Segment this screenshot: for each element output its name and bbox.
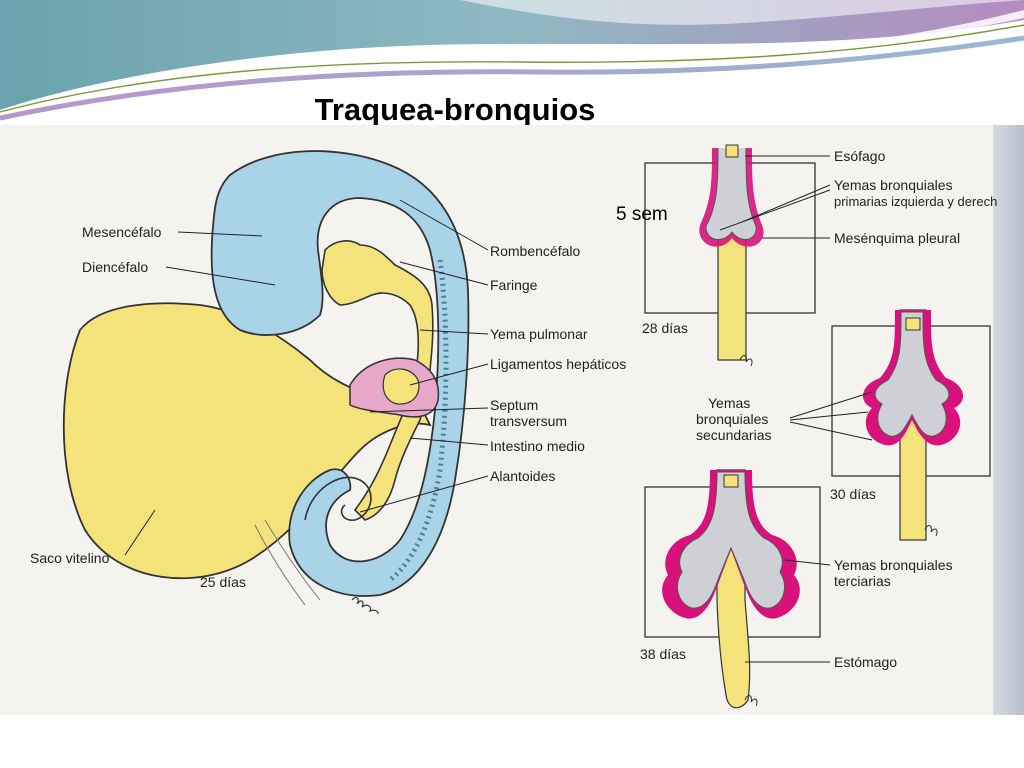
label-yema-pulmonar: Yema pulmonar — [490, 326, 588, 342]
label-mesencefalo: Mesencéfalo — [82, 224, 162, 240]
embryo-25-dias — [62, 150, 489, 615]
label-faringe: Faringe — [490, 277, 538, 293]
footer-area — [0, 715, 1024, 768]
label-yemas-primarias-1: Yemas bronquiales — [834, 177, 953, 193]
label-intestino-medio: Intestino medio — [490, 438, 585, 454]
foregut — [321, 240, 434, 521]
label-ligamentos-hepaticos: Ligamentos hepáticos — [490, 356, 627, 372]
label-yemas-terciarias-1: Yemas bronquiales — [834, 557, 953, 573]
label-yemas-sec-3: secundarias — [696, 427, 772, 443]
artist-signature — [351, 596, 379, 615]
page-edge — [993, 125, 1024, 715]
signature-38 — [744, 695, 758, 707]
label-alantoides: Alantoides — [490, 468, 556, 484]
slide-title: Traquea-bronquios — [314, 92, 596, 127]
label-mesenquima-pleural: Mesénquima pleural — [834, 230, 961, 246]
signature-30 — [924, 525, 938, 537]
yolk-sac — [62, 302, 432, 580]
label-25-dias: 25 días — [200, 574, 246, 590]
label-diencefalo: Diencéfalo — [82, 259, 149, 275]
signature-28 — [739, 355, 753, 367]
label-38-dias: 38 días — [640, 646, 686, 662]
label-yemas-sec-1: Yemas — [708, 395, 751, 411]
label-esofago: Esófago — [834, 148, 886, 164]
label-30-dias: 30 días — [830, 486, 876, 502]
stage-note: 5 sem — [616, 204, 668, 225]
label-28-dias: 28 días — [642, 320, 688, 336]
label-estomago: Estómago — [834, 654, 898, 670]
label-saco-vitelino: Saco vitelino — [30, 550, 110, 566]
header-banner — [0, 0, 1024, 121]
label-transversum: transversum — [490, 413, 568, 429]
neural-tube — [210, 150, 470, 597]
bronchi-diagrams — [644, 144, 991, 709]
label-yemas-primarias-2: primarias izquierda y derech — [834, 194, 998, 209]
label-septum: Septum — [490, 397, 539, 413]
label-yemas-terciarias-2: terciarias — [834, 573, 891, 589]
label-rombencefalo: Rombencéfalo — [490, 243, 581, 259]
label-yemas-sec-2: bronquiales — [696, 411, 769, 427]
